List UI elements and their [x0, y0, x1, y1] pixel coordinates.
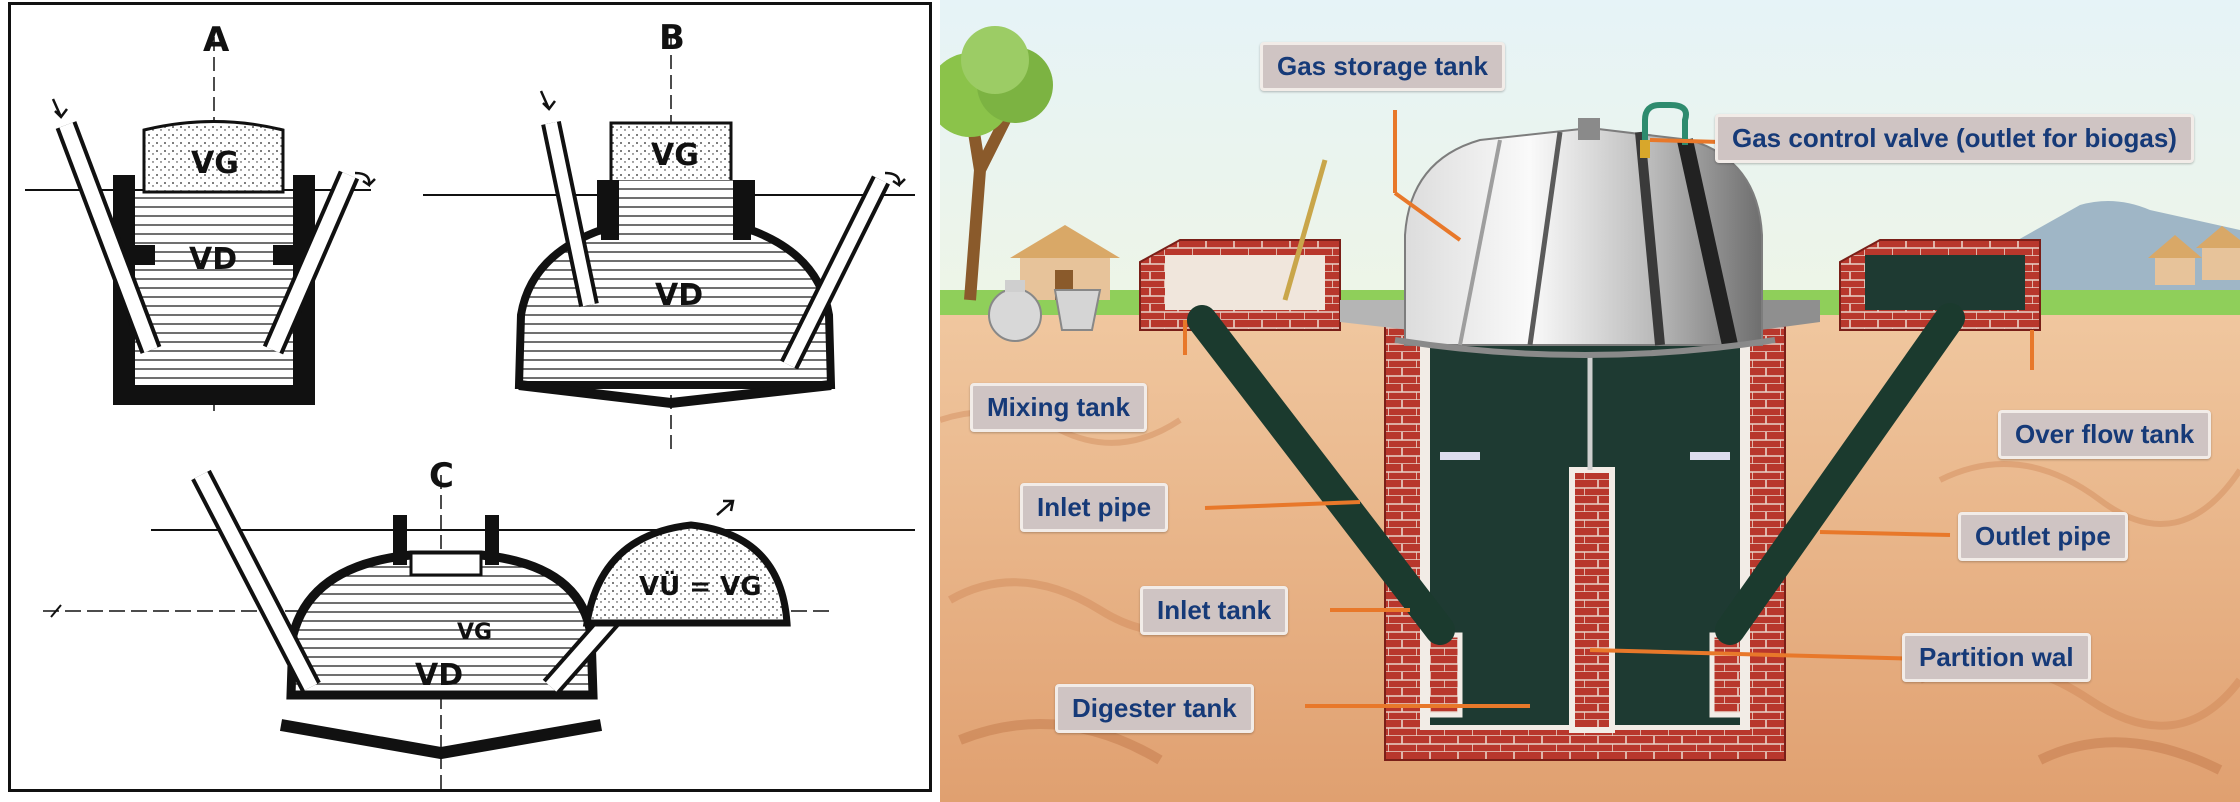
inlet-tank [1430, 632, 1463, 718]
huts-right [2148, 226, 2240, 285]
outlet-chamber [1709, 632, 1740, 718]
floor-a [113, 385, 315, 405]
inlet-pipe [1187, 305, 1455, 645]
vg-label-c: VG [457, 620, 492, 645]
schematic-drawing: A VG VG VD B VG [25, 18, 915, 789]
slurry-a [135, 195, 293, 385]
label-inlet-pipe: Inlet pipe [1020, 483, 1169, 532]
vd-label-c: VD [415, 658, 463, 693]
outlet-pipe [1715, 303, 1965, 645]
stirring-rod [1282, 159, 1328, 301]
mixing-tank [1139, 159, 1341, 331]
partition-wall [1569, 467, 1615, 733]
panel-b-letter: B [659, 18, 685, 58]
vd-label-b: VD [655, 278, 703, 313]
panel-c-letter: C [429, 456, 454, 496]
pots [988, 280, 1102, 342]
digester-b [514, 180, 836, 389]
arrow-up-c-icon [716, 499, 735, 516]
label-gas-control-valve: Gas control valve (outlet for biogas) [1715, 114, 2194, 163]
label-partition-wall: Partition wal [1902, 633, 2091, 682]
floor-b [518, 380, 832, 409]
tree [940, 26, 1053, 301]
arrow-in-b-icon [539, 90, 556, 111]
panel-a: A VG VG VD [25, 20, 376, 415]
arrow-out-a-icon [354, 171, 376, 188]
label-outlet-pipe: Outlet pipe [1958, 512, 2128, 561]
schematic-panel: A VG VG VD B VG [8, 2, 932, 792]
vd-label-a-visible: VD [189, 242, 237, 277]
label-digester-tank: Digester tank [1055, 684, 1254, 733]
label-inlet-tank: Inlet tank [1140, 586, 1289, 635]
displaced-equation: VÜ = VG [639, 569, 762, 602]
gas-holder-a [142, 120, 285, 194]
gas-valve [1640, 102, 1689, 158]
arrow-out-b-icon [884, 171, 906, 188]
illustration-panel: Gas storage tank Gas control valve (outl… [940, 0, 2240, 802]
leader-lines [1183, 110, 2034, 708]
floor-c [279, 719, 603, 760]
panel-a-letter: A [203, 20, 230, 60]
displacement-chamber-c [582, 521, 791, 627]
panel-c: C VG VD VÜ = VG [43, 456, 915, 789]
label-gas-storage-tank: Gas storage tank [1260, 42, 1505, 91]
label-over-flow-tank: Over flow tank [1998, 410, 2212, 459]
overflow-tank [1839, 239, 2041, 331]
vg-label-b: VG [651, 138, 699, 173]
arrow-in-a-icon [51, 98, 68, 119]
label-mixing-tank: Mixing tank [970, 383, 1148, 432]
vg-label-a: VG [191, 146, 239, 181]
panel-b: B VG VD [423, 18, 915, 455]
